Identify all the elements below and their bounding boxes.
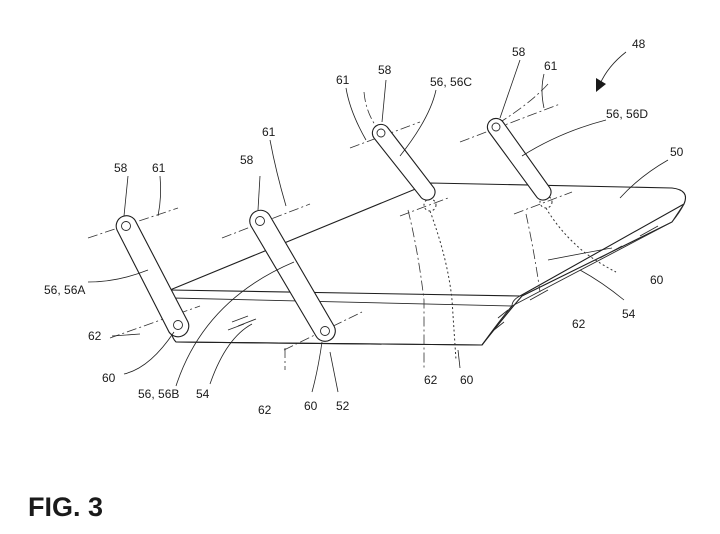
- label-62-a: 62: [88, 329, 102, 343]
- panel-body: [169, 183, 686, 345]
- label-58-a: 58: [114, 161, 128, 175]
- link-56b: [250, 210, 336, 341]
- label-48: 48: [632, 37, 646, 51]
- label-60-c: 60: [460, 373, 474, 387]
- link-56a: [116, 216, 189, 337]
- label-60-a: 60: [102, 371, 116, 385]
- label-58-b: 58: [240, 153, 254, 167]
- label-61-d: 61: [544, 59, 558, 73]
- label-50: 50: [670, 145, 684, 159]
- label-link-56c: 56, 56C: [430, 75, 472, 89]
- arrow-48: [596, 52, 626, 92]
- label-60-d: 60: [650, 273, 664, 287]
- label-62-c: 62: [424, 373, 438, 387]
- label-52: 52: [336, 399, 350, 413]
- label-54-right: 54: [622, 307, 636, 321]
- label-link-56b: 56, 56B: [138, 387, 179, 401]
- figure-caption: FIG. 3: [28, 492, 103, 522]
- label-58-d: 58: [512, 45, 526, 59]
- label-link-56a: 56, 56A: [44, 283, 85, 297]
- label-link-56d: 56, 56D: [606, 107, 648, 121]
- leader-lines: [88, 60, 668, 392]
- link-56c: [372, 124, 435, 200]
- label-58-c: 58: [378, 63, 392, 77]
- label-61-b: 61: [262, 125, 276, 139]
- label-62-d: 62: [572, 317, 586, 331]
- label-62-b: 62: [258, 403, 272, 417]
- label-61-a: 61: [152, 161, 166, 175]
- link-56d: [487, 118, 551, 200]
- hidden-lines: [424, 196, 616, 360]
- label-54-front: 54: [196, 387, 210, 401]
- label-60-b: 60: [304, 399, 318, 413]
- label-61-c: 61: [336, 73, 350, 87]
